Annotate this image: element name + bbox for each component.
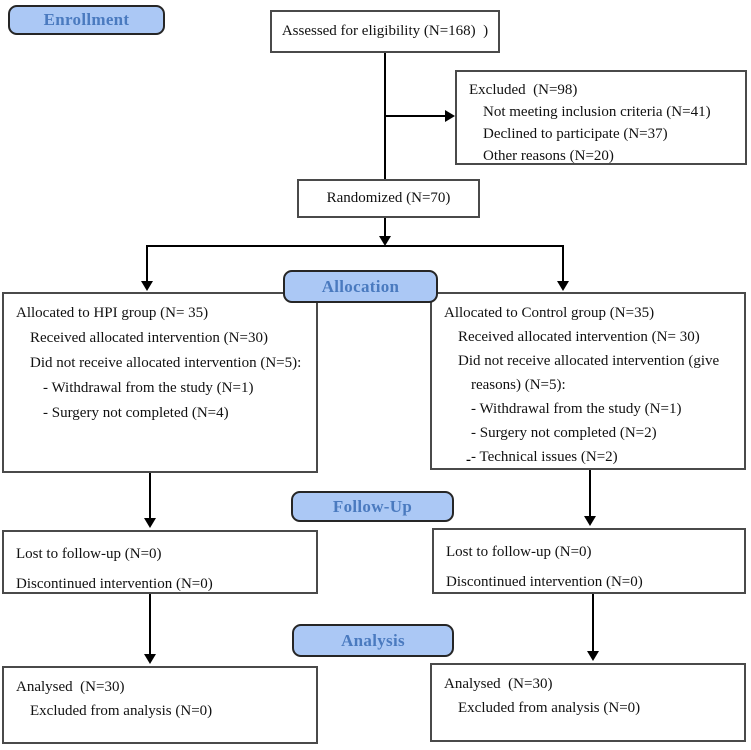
alloc-control-reason: - Withdrawal from the study (N=1) — [471, 401, 682, 417]
excluded-analysis-text: Excluded from analysis (N=0) — [30, 703, 213, 719]
allocation-stage-label: Allocation — [283, 270, 438, 303]
connector-alloc-followup-right — [589, 470, 591, 517]
alloc-control-reason: - Technical issues (N=2) — [471, 449, 618, 465]
assessed-eligibility-box: Assessed for eligibility (N=168) ) — [270, 10, 500, 53]
analysed-text: Analysed (N=30) — [444, 676, 553, 692]
connector-randomized-branch — [384, 218, 386, 236]
analysed-text: Analysed (N=30) — [16, 679, 125, 695]
alloc-hpi-reason: - Withdrawal from the study (N=1) — [43, 380, 254, 396]
alloc-hpi-detail: Did not receive allocated intervention (… — [30, 355, 302, 371]
analysis-left-box: Analysed (N=30) Excluded from analysis (… — [2, 666, 318, 744]
followup-right-box: Lost to follow-up (N=0) Discontinued int… — [432, 528, 746, 594]
arrowhead-followup-left-icon — [144, 518, 156, 528]
arrowhead-branch-icon — [379, 236, 391, 246]
enrollment-stage-label: Enrollment — [8, 5, 165, 35]
alloc-hpi-title: Allocated to HPI group (N= 35) — [16, 305, 209, 321]
connector-to-excluded — [385, 115, 445, 117]
arrowhead-excluded-icon — [445, 110, 455, 122]
alloc-hpi-detail: Received allocated intervention (N=30) — [30, 330, 268, 346]
alloc-control-detail: Received allocated intervention (N= 30) — [458, 329, 700, 345]
lost-followup-text: Lost to follow-up (N=0) — [446, 544, 592, 560]
excluded-reason: Not meeting inclusion criteria (N=41) — [483, 104, 711, 120]
arrowhead-followup-right-icon — [584, 516, 596, 526]
followup-stage-label: Follow-Up — [291, 491, 454, 522]
discontinued-text: Discontinued intervention (N=0) — [16, 576, 213, 592]
excluded-reason: Other reasons (N=20) — [483, 148, 614, 164]
arrowhead-analysis-right-icon — [587, 651, 599, 661]
alloc-control-title: Allocated to Control group (N=35) — [444, 305, 655, 321]
branch-line — [146, 245, 564, 247]
connector-followup-analysis-left — [149, 594, 151, 655]
connector-alloc-followup-left — [149, 473, 151, 519]
stray-dash: - — [466, 452, 471, 468]
excluded-box: Excluded (N=98) Not meeting inclusion cr… — [455, 70, 747, 165]
followup-left-box: Lost to follow-up (N=0) Discontinued int… — [2, 530, 318, 594]
analysis-stage-label: Analysis — [292, 624, 454, 657]
allocated-hpi-group-box: Allocated to HPI group (N= 35) Received … — [2, 292, 318, 473]
excluded-title: Excluded (N=98) — [469, 82, 578, 98]
connector-followup-analysis-right — [592, 594, 594, 652]
alloc-hpi-reason: - Surgery not completed (N=4) — [43, 405, 229, 421]
alloc-control-detail: Did not receive allocated intervention (… — [458, 353, 720, 369]
alloc-control-reason: - Surgery not completed (N=2) — [471, 425, 657, 441]
arrowhead-alloc-right-icon — [557, 281, 569, 291]
excluded-analysis-text: Excluded from analysis (N=0) — [458, 700, 641, 716]
connector-branch-left — [146, 245, 148, 282]
arrowhead-alloc-left-icon — [141, 281, 153, 291]
analysis-right-box: Analysed (N=30) Excluded from analysis (… — [430, 663, 746, 742]
discontinued-text: Discontinued intervention (N=0) — [446, 574, 643, 590]
assessed-text: Assessed for eligibility (N=168) ) — [281, 23, 489, 39]
randomized-text: Randomized (N=70) — [326, 190, 451, 206]
alloc-control-detail: reasons) (N=5): — [471, 377, 566, 393]
randomized-box: Randomized (N=70) — [297, 179, 480, 218]
lost-followup-text: Lost to follow-up (N=0) — [16, 546, 162, 562]
arrowhead-analysis-left-icon — [144, 654, 156, 664]
connector-branch-right — [562, 245, 564, 282]
allocated-control-group-box: Allocated to Control group (N=35) Receiv… — [430, 292, 746, 470]
excluded-reason: Declined to participate (N=37) — [483, 126, 668, 142]
